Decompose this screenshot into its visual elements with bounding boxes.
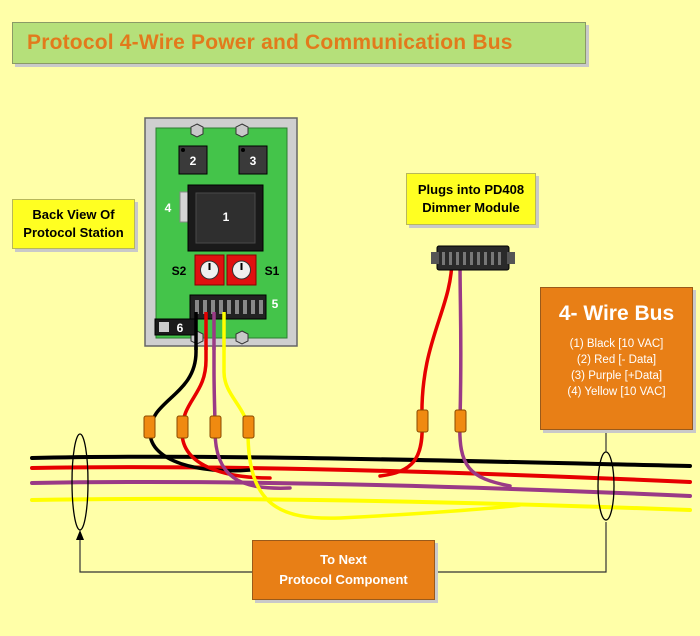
page-title: Protocol 4-Wire Power and Communication … — [27, 31, 513, 54]
bus-item-purple: (3) Purple [+Data] — [570, 370, 663, 382]
dimmer-wire-purple — [458, 256, 512, 488]
main-bus-wires — [30, 454, 692, 512]
connector-yellow — [242, 415, 255, 439]
connector-purple — [209, 415, 222, 439]
label-switch-s2: S2 — [172, 264, 187, 278]
next-line2: Protocol Component — [279, 572, 408, 587]
back-view-label: Back View Of Protocol Station — [12, 199, 135, 249]
connector-dimmer-purple — [454, 409, 467, 433]
dimmer-plug — [431, 245, 515, 271]
bus-wire-purple — [30, 480, 692, 498]
return-arrow — [76, 530, 84, 540]
next-line1: To Next — [320, 552, 367, 567]
bus-item-black: (1) Black [10 VAC] — [569, 338, 664, 350]
connector-dimmer-red — [416, 409, 429, 433]
bus-wire-black — [30, 454, 692, 468]
label-component-6: 6 — [177, 321, 184, 335]
component-2-pin — [181, 148, 185, 152]
bus-wire-yellow — [30, 496, 692, 512]
cable-tie-left — [71, 433, 89, 531]
bus-item-yellow: (4) Yellow [10 VAC] — [567, 386, 666, 398]
protocol-station: 2 3 4 1 S2 S1 5 6 — [144, 117, 298, 347]
title-banner: Protocol 4-Wire Power and Communication … — [12, 22, 586, 64]
connector-red — [176, 415, 189, 439]
label-chip-1: 1 — [223, 210, 230, 224]
bus-wire-red — [30, 465, 692, 484]
connector-black — [143, 415, 156, 439]
chip-1-core — [195, 192, 256, 244]
return-line — [79, 522, 607, 573]
station-wire-stubs — [194, 312, 226, 350]
plugs-line2: Dimmer Module — [422, 200, 520, 215]
label-component-3: 3 — [250, 154, 257, 168]
label-component-4: 4 — [165, 201, 172, 215]
screw-icon — [235, 330, 249, 345]
screw-icon — [235, 123, 249, 138]
branch-connectors — [143, 409, 467, 439]
label-connector-5: 5 — [272, 297, 279, 311]
back-view-line1: Back View Of — [32, 207, 115, 222]
screw-icon — [190, 123, 204, 138]
component-4 — [179, 191, 189, 223]
back-view-line2: Protocol Station — [23, 225, 124, 240]
plugs-into-label: Plugs into PD408 Dimmer Module — [406, 173, 536, 225]
label-switch-s1: S1 — [265, 264, 280, 278]
component-3-pin — [241, 148, 245, 152]
bus-item-red: (2) Red [- Data] — [576, 354, 657, 366]
dimmer-branch-wires — [378, 256, 512, 488]
four-wire-bus-legend: 4- Wire Bus (1) Black [10 VAC] (2) Red [… — [540, 287, 693, 430]
label-component-2: 2 — [190, 154, 197, 168]
plugs-line1: Plugs into PD408 — [417, 182, 525, 197]
branch-wire-yellow — [222, 298, 522, 520]
next-component-label: To Next Protocol Component — [252, 540, 435, 600]
dimmer-wire-red — [378, 256, 454, 478]
bus-title: 4- Wire Bus — [558, 302, 675, 325]
